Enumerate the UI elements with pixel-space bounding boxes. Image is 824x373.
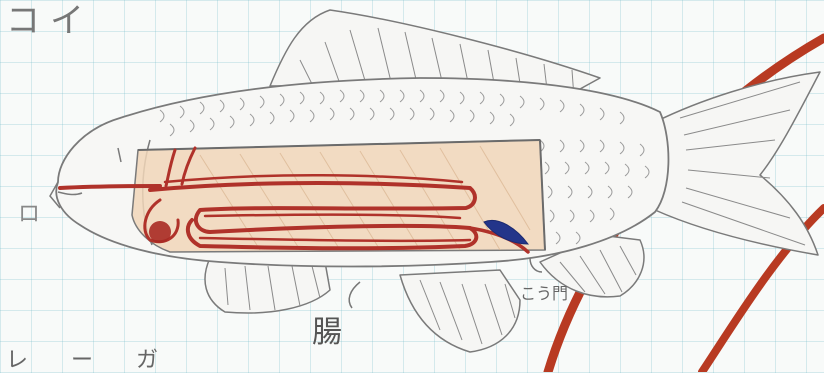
body-cavity <box>132 140 545 252</box>
esophagus <box>60 186 160 188</box>
anus-pointer <box>530 258 542 272</box>
bottom-text: レ ー ガ <box>6 350 176 372</box>
anus-label: こう門 <box>520 286 568 302</box>
tail-fin <box>655 72 820 255</box>
intestine-label: 腸 <box>312 318 342 348</box>
stomach-blob <box>149 221 171 243</box>
intestine-pointer <box>349 282 360 308</box>
mouth-label: ロ <box>18 204 40 226</box>
page-title: コイ <box>6 4 94 38</box>
pelvic-fin <box>400 270 520 352</box>
